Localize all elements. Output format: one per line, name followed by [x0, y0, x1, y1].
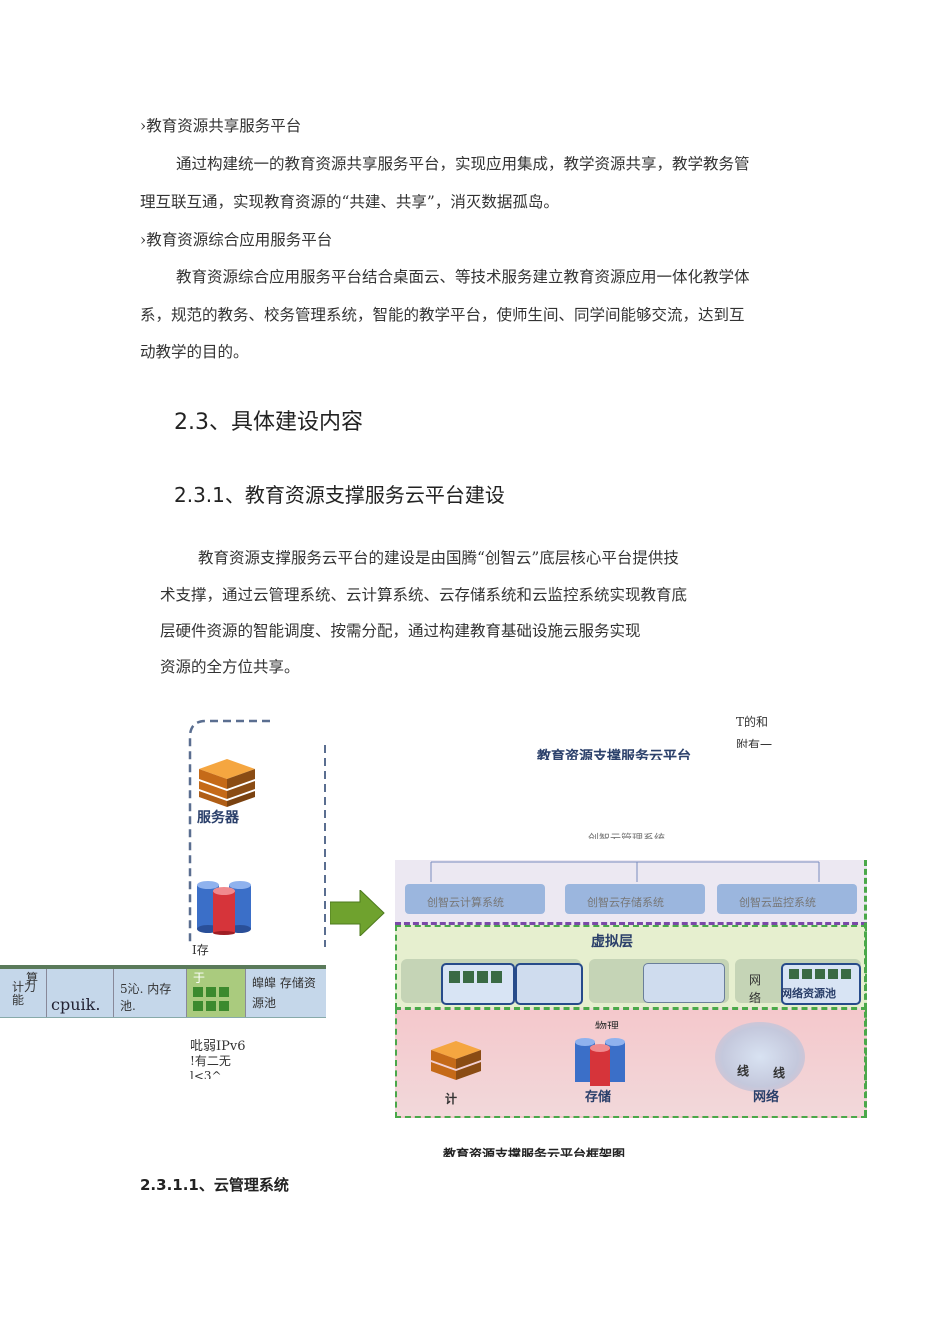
row-cell-text: 5沁. 内存池. — [120, 982, 172, 1013]
vm-pool-box — [441, 963, 515, 1005]
virtual-label: 虚拟层 — [591, 934, 633, 950]
figure-title: 教育资源支撑服务云平台 — [537, 749, 691, 760]
row-cell: 皡皡 存储资源池 — [246, 969, 326, 1017]
paragraph-line: 术支撑，通过云管理系统、云计算系统、云存储系统和云监控系统实现教育底 — [160, 586, 688, 604]
net-label: 网络 — [749, 973, 762, 1005]
mgmt-box-label: 创智云存储系统 — [587, 896, 664, 909]
paragraph-line: 资源的全方位共享。 — [160, 658, 300, 676]
paragraph-line: 层硬件资源的智能调度、按需分配，通过构建教育基础设施云服务实现 — [160, 622, 641, 640]
storage-icon — [197, 881, 251, 935]
mgmt-layer: 创智云计算系统 创智云存储系统 创智云监控系统 — [395, 860, 867, 925]
row-cell: 算 计力能 — [0, 969, 47, 1017]
figure-left-panel: 服务器 I存 算 计力能 cpuik. 5沁. 内存池. 于 皡皡 存储资源池 — [0, 715, 330, 1095]
storage-label: I存 — [192, 943, 209, 957]
compute-label: 计 — [445, 1092, 458, 1106]
row-prefix: 算 — [26, 971, 39, 985]
paragraph-line: 动教学的目的。 — [140, 343, 249, 361]
paragraph-line: 通过构建统一的教育资源共享服务平台，实现应用集成，教学资源共享，教学教务管 — [176, 155, 750, 173]
bullet-heading-2: ›教育资源综合应用服务平台 — [140, 231, 333, 249]
virtual-layer: 虚拟层 网络 网络资源池 — [395, 925, 867, 1009]
row-cell: cpuik. — [47, 969, 114, 1017]
resource-row: 算 计力能 cpuik. 5沁. 内存池. 于 皡皡 存储资源池 — [0, 965, 326, 1018]
physical-storage-icon — [575, 1038, 625, 1086]
section-heading-2-3-1: 2.3.1、教育资源支撑服务云平台建设 — [174, 483, 505, 507]
arrow-right-icon — [330, 890, 385, 936]
storage-pool-box — [643, 963, 725, 1003]
physical-storage-label: 存储 — [585, 1090, 612, 1105]
paragraph-line: 系，规范的教务、校务管理系统，智能的教学平台，使师生间、同学间能够交流，达到互 — [140, 306, 745, 324]
section-heading-2-3-1-1: 2.3.1.1、云管理系统 — [140, 1176, 289, 1194]
left-note: 吡弱IPv6 — [190, 1039, 246, 1054]
paragraph-line: 理互联互通，实现教育资源的“共建、共享”，消灭数据孤岛。 — [140, 193, 559, 211]
physical-label: 物理 — [595, 1020, 620, 1029]
left-note: l<3^ — [190, 1069, 222, 1079]
top-note: T的和 — [736, 715, 769, 729]
left-dashed-frame — [188, 719, 326, 947]
wire-label: 线 — [737, 1064, 750, 1078]
mgmt-label: 创智云管理系统 — [588, 832, 665, 839]
physical-layer: 物理 计 存储 线 线 网络 — [395, 1008, 867, 1118]
section-heading-2-3: 2.3、具体建设内容 — [174, 410, 363, 435]
row-cell-text: cpuik. — [51, 995, 101, 1014]
paragraph-line: 教育资源综合应用服务平台结合桌面云、等技术服务建立教育资源应用一体化教学体 — [176, 268, 750, 286]
net-pool-label: 网络资源池 — [781, 987, 836, 1000]
server-icon — [199, 759, 255, 807]
top-note: 附有一 — [736, 738, 773, 748]
row-cell-text: 皡皡 存储资源池 — [252, 976, 316, 1010]
row-cell-text: 计力能 — [12, 980, 37, 1007]
bullet-heading-1: ›教育资源共享服务平台 — [140, 117, 302, 135]
row-cell: 5沁. 内存池. — [114, 969, 187, 1017]
vm-pool-box — [515, 963, 583, 1005]
server-label: 服务器 — [197, 810, 239, 826]
compute-server-icon — [431, 1041, 481, 1080]
network-globe-icon: 线 线 — [715, 1022, 805, 1092]
architecture-diagram: 创智云计算系统 创智云存储系统 创智云监控系统 虚拟层 网络 网络资源池 — [395, 860, 867, 1118]
figure-caption: 教育资源支撑服务云平台框架图 — [443, 1148, 626, 1157]
mgmt-box: 创智云监控系统 — [717, 884, 857, 914]
wire-label: 线 — [773, 1066, 786, 1080]
mgmt-box-label: 创智云监控系统 — [739, 896, 816, 909]
mgmt-box-label: 创智云计算系统 — [427, 896, 504, 909]
mgmt-box: 创智云计算系统 — [405, 884, 545, 914]
paragraph-line: 教育资源支撑服务云平台的建设是由国腾“创智云”底层核心平台提供技 — [198, 549, 679, 567]
net-pool-box: 网络资源池 — [781, 963, 861, 1005]
physical-network-label: 网络 — [753, 1090, 780, 1105]
mgmt-box: 创智云存储系统 — [565, 884, 705, 914]
row-cell-text: 于 — [193, 971, 206, 985]
left-note: !有二无 — [190, 1054, 231, 1068]
row-cell: 于 — [187, 969, 246, 1017]
